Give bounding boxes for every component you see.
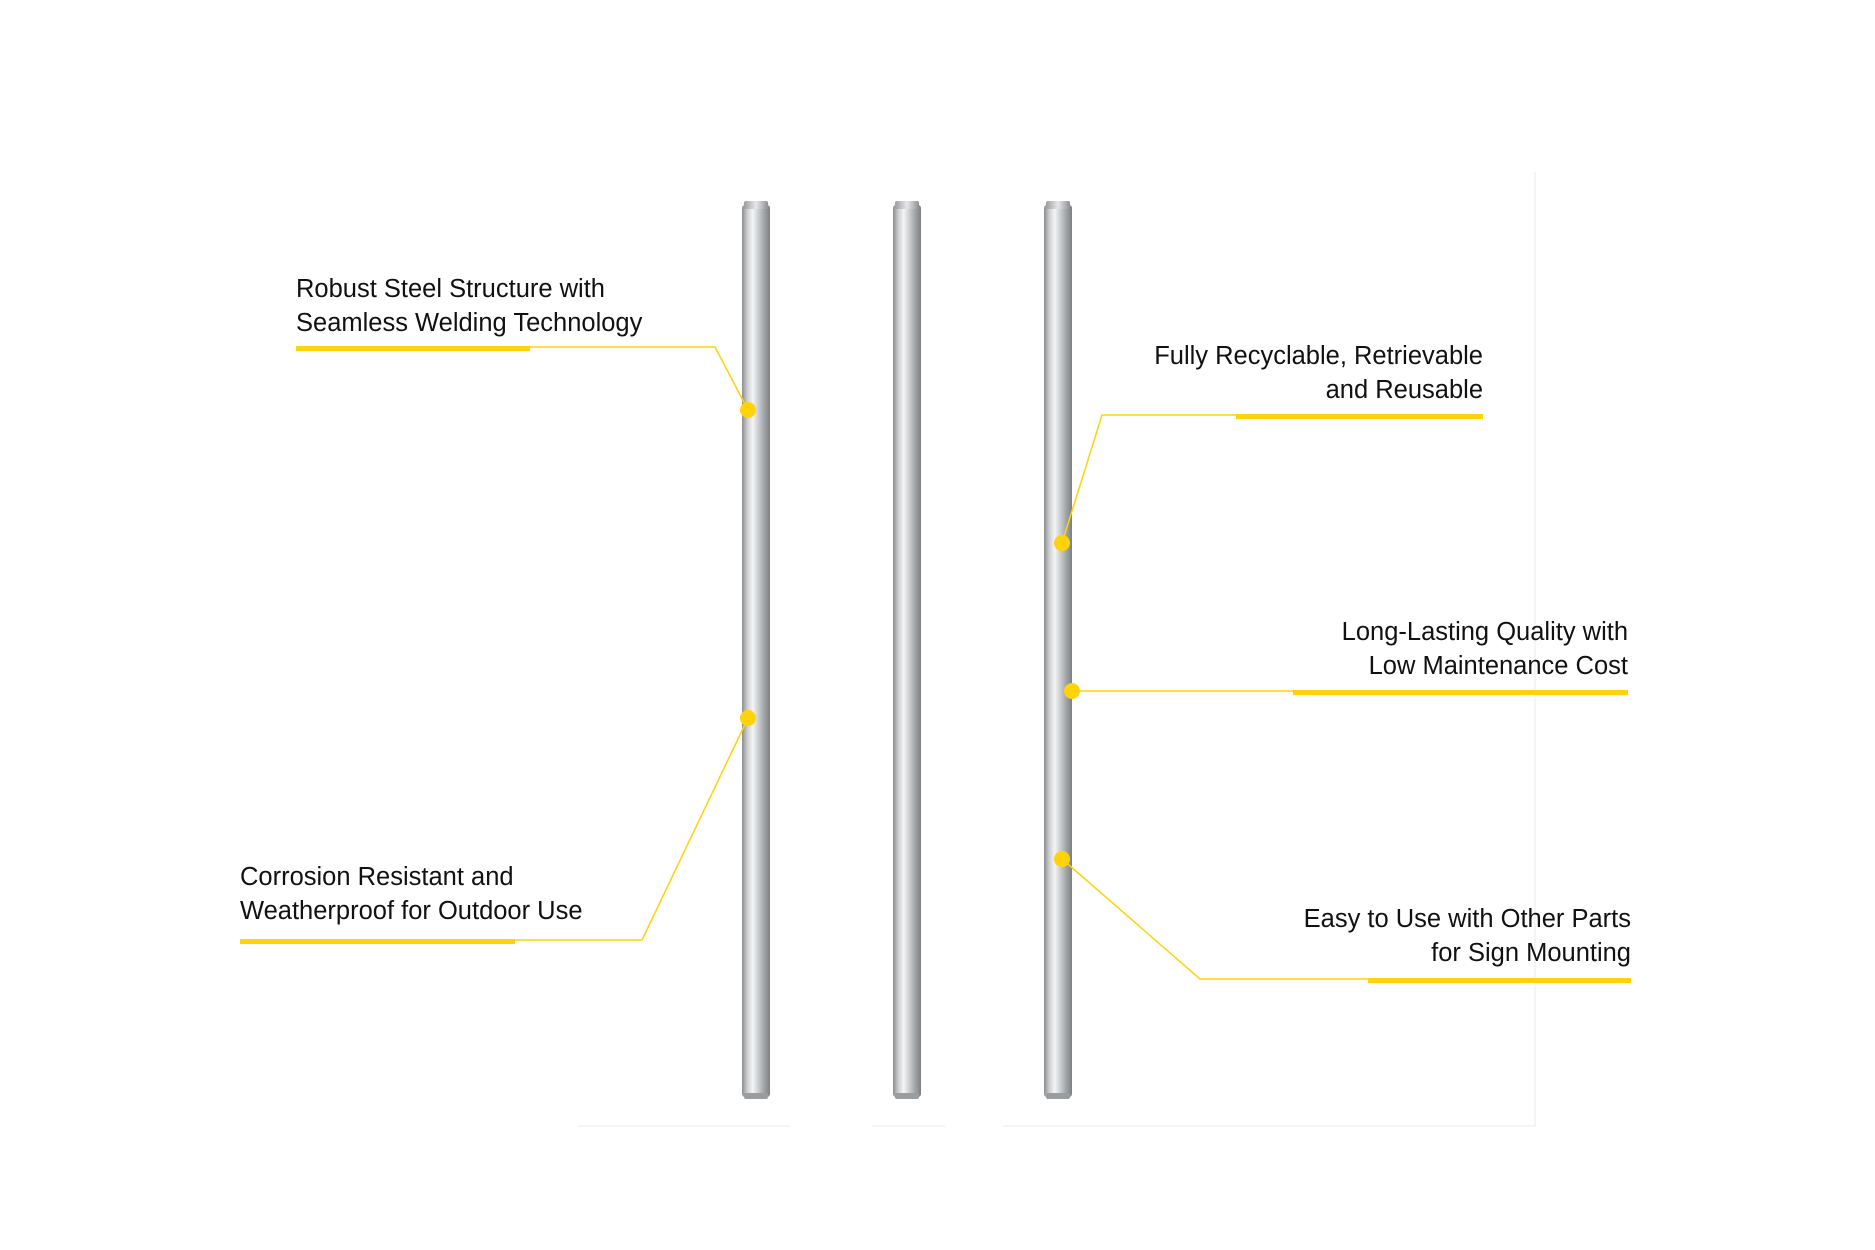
callout-quality-label: Long-Lasting Quality with Low Maintenanc… (1342, 615, 1628, 683)
callout-mounting-pointer (1054, 851, 1631, 983)
callout-recyclable-line-1: Fully Recyclable, Retrievable (1154, 342, 1483, 370)
callout-mounting-line-2: for Sign Mounting (1431, 939, 1631, 967)
callout-corrosion-pointer (240, 710, 756, 944)
callout-quality-pointer (1064, 683, 1628, 699)
callout-quality-line-1: Long-Lasting Quality with (1341, 618, 1628, 646)
callout-structure-label: Robust Steel Structure with Seamless Wel… (296, 272, 642, 340)
callout-recyclable-pointer (1054, 414, 1483, 551)
callout-structure-line-2: Seamless Welding Technology (296, 309, 643, 337)
callout-corrosion-line-2: Weatherproof for Outdoor Use (240, 897, 583, 925)
callout-mounting-line-1: Easy to Use with Other Parts (1303, 905, 1631, 933)
callout-structure-pointer (296, 346, 756, 418)
callout-quality-line-2: Low Maintenance Cost (1368, 652, 1628, 680)
steel-pole-2 (893, 201, 921, 1099)
backdrop-frame (578, 172, 1536, 1127)
callout-mounting-label: Easy to Use with Other Parts for Sign Mo… (1304, 902, 1631, 970)
callout-corrosion-label: Corrosion Resistant and Weatherproof for… (240, 860, 583, 928)
callout-recyclable-line-2: and Reusable (1325, 376, 1483, 404)
steel-pole-1 (742, 201, 770, 1099)
callout-structure-line-1: Robust Steel Structure with (296, 275, 605, 303)
callout-corrosion-line-1: Corrosion Resistant and (240, 863, 514, 891)
callout-recyclable-label: Fully Recyclable, Retrievable and Reusab… (1154, 339, 1483, 407)
steel-pole-3 (1044, 201, 1072, 1099)
